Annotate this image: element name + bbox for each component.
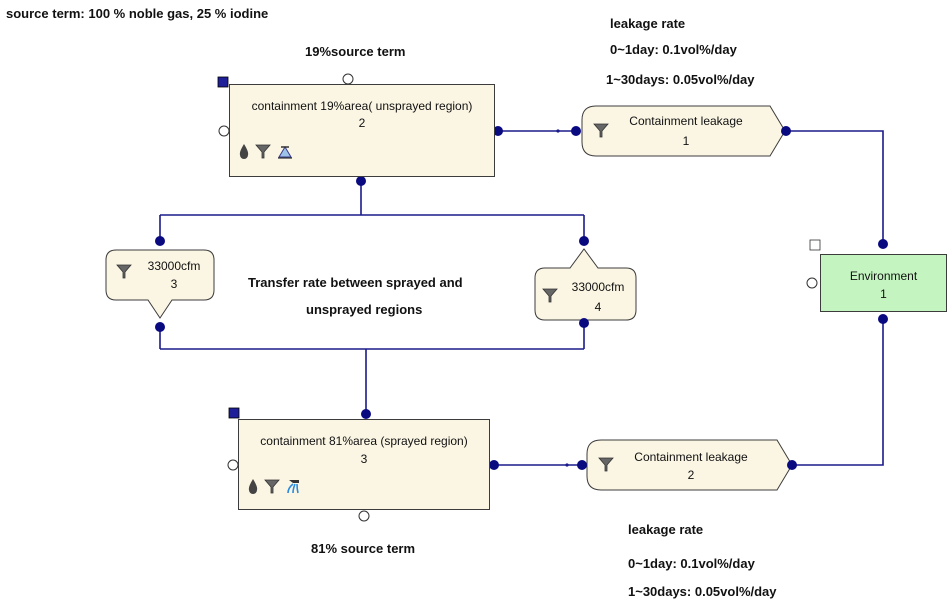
spray-icon: [278, 146, 292, 159]
port: [577, 460, 587, 470]
leak-2-shape: [586, 439, 793, 491]
leak-1-title: Containment leakage: [629, 114, 743, 128]
filter-icon: [264, 479, 280, 494]
leakage-bottom-line1: 0~1day: 0.1vol%/day: [628, 556, 755, 571]
containment-19-title: containment 19%area( unsprayed region): [251, 99, 473, 113]
droplet-icon: [239, 144, 249, 159]
droplet-icon: [248, 479, 258, 494]
filter-3-number: 3: [170, 277, 178, 291]
filter-3-icon: [116, 264, 132, 279]
port: [579, 318, 589, 328]
transfer-rate-line1: Transfer rate between sprayed and: [248, 275, 463, 290]
filter-3-shape: [105, 249, 215, 319]
port: [571, 126, 581, 136]
port: [493, 126, 503, 136]
containment-81-number: 3: [360, 452, 368, 466]
containment-81-icons: [247, 478, 303, 494]
containment-81-node[interactable]: containment 81%area (sprayed region) 3: [238, 419, 490, 510]
port: [356, 176, 366, 186]
leak-2-title: Containment leakage: [634, 450, 748, 464]
port: [787, 460, 797, 470]
source-81-label: 81% source term: [311, 541, 416, 556]
environment-title: Environment: [849, 269, 918, 283]
port: [489, 460, 499, 470]
port: [878, 239, 888, 249]
leak-2-number: 2: [687, 468, 695, 482]
filter-4-number: 4: [594, 300, 602, 314]
filter-icon: [255, 144, 271, 159]
leakage-top-line2: 1~30days: 0.05vol%/day: [606, 72, 755, 87]
leakage-bottom-title: leakage rate: [628, 522, 704, 537]
filter-4-shape: [534, 248, 637, 321]
port: [781, 126, 791, 136]
containment-19-number: 2: [358, 116, 366, 130]
leakage-bottom-line2: 1~30days: 0.05vol%/day: [628, 584, 777, 599]
source-19-label: 19%source term: [305, 44, 406, 59]
leakage-top-title: leakage rate: [610, 16, 686, 31]
port: [155, 322, 165, 332]
leak-2-filter-icon: [598, 457, 614, 472]
filter-4-title: 33000cfm: [571, 280, 625, 294]
transfer-rate-line2: unsprayed regions: [306, 302, 423, 317]
leak-1-shape: [581, 105, 786, 157]
containment-19-icons: [238, 143, 294, 159]
filter-3-title: 33000cfm: [147, 259, 201, 273]
environment-node[interactable]: Environment 1: [820, 254, 947, 312]
leak-1-number: 1: [682, 134, 690, 148]
port: [361, 409, 371, 419]
source-term-header: source term: 100 % noble gas, 25 % iodin…: [6, 6, 269, 21]
port: [579, 236, 589, 246]
wire-env-leak2: [792, 319, 884, 466]
leak-1-filter-icon: [593, 123, 609, 138]
environment-number: 1: [880, 287, 887, 301]
containment-81-title: containment 81%area (sprayed region): [260, 434, 468, 448]
wire-leak1-env: [786, 130, 884, 244]
leakage-top-line1: 0~1day: 0.1vol%/day: [610, 42, 737, 57]
filter-4-icon: [542, 288, 558, 303]
containment-19-node[interactable]: containment 19%area( unsprayed region) 2: [229, 84, 495, 177]
port: [155, 236, 165, 246]
spray-icon: [287, 480, 299, 494]
port: [878, 314, 888, 324]
